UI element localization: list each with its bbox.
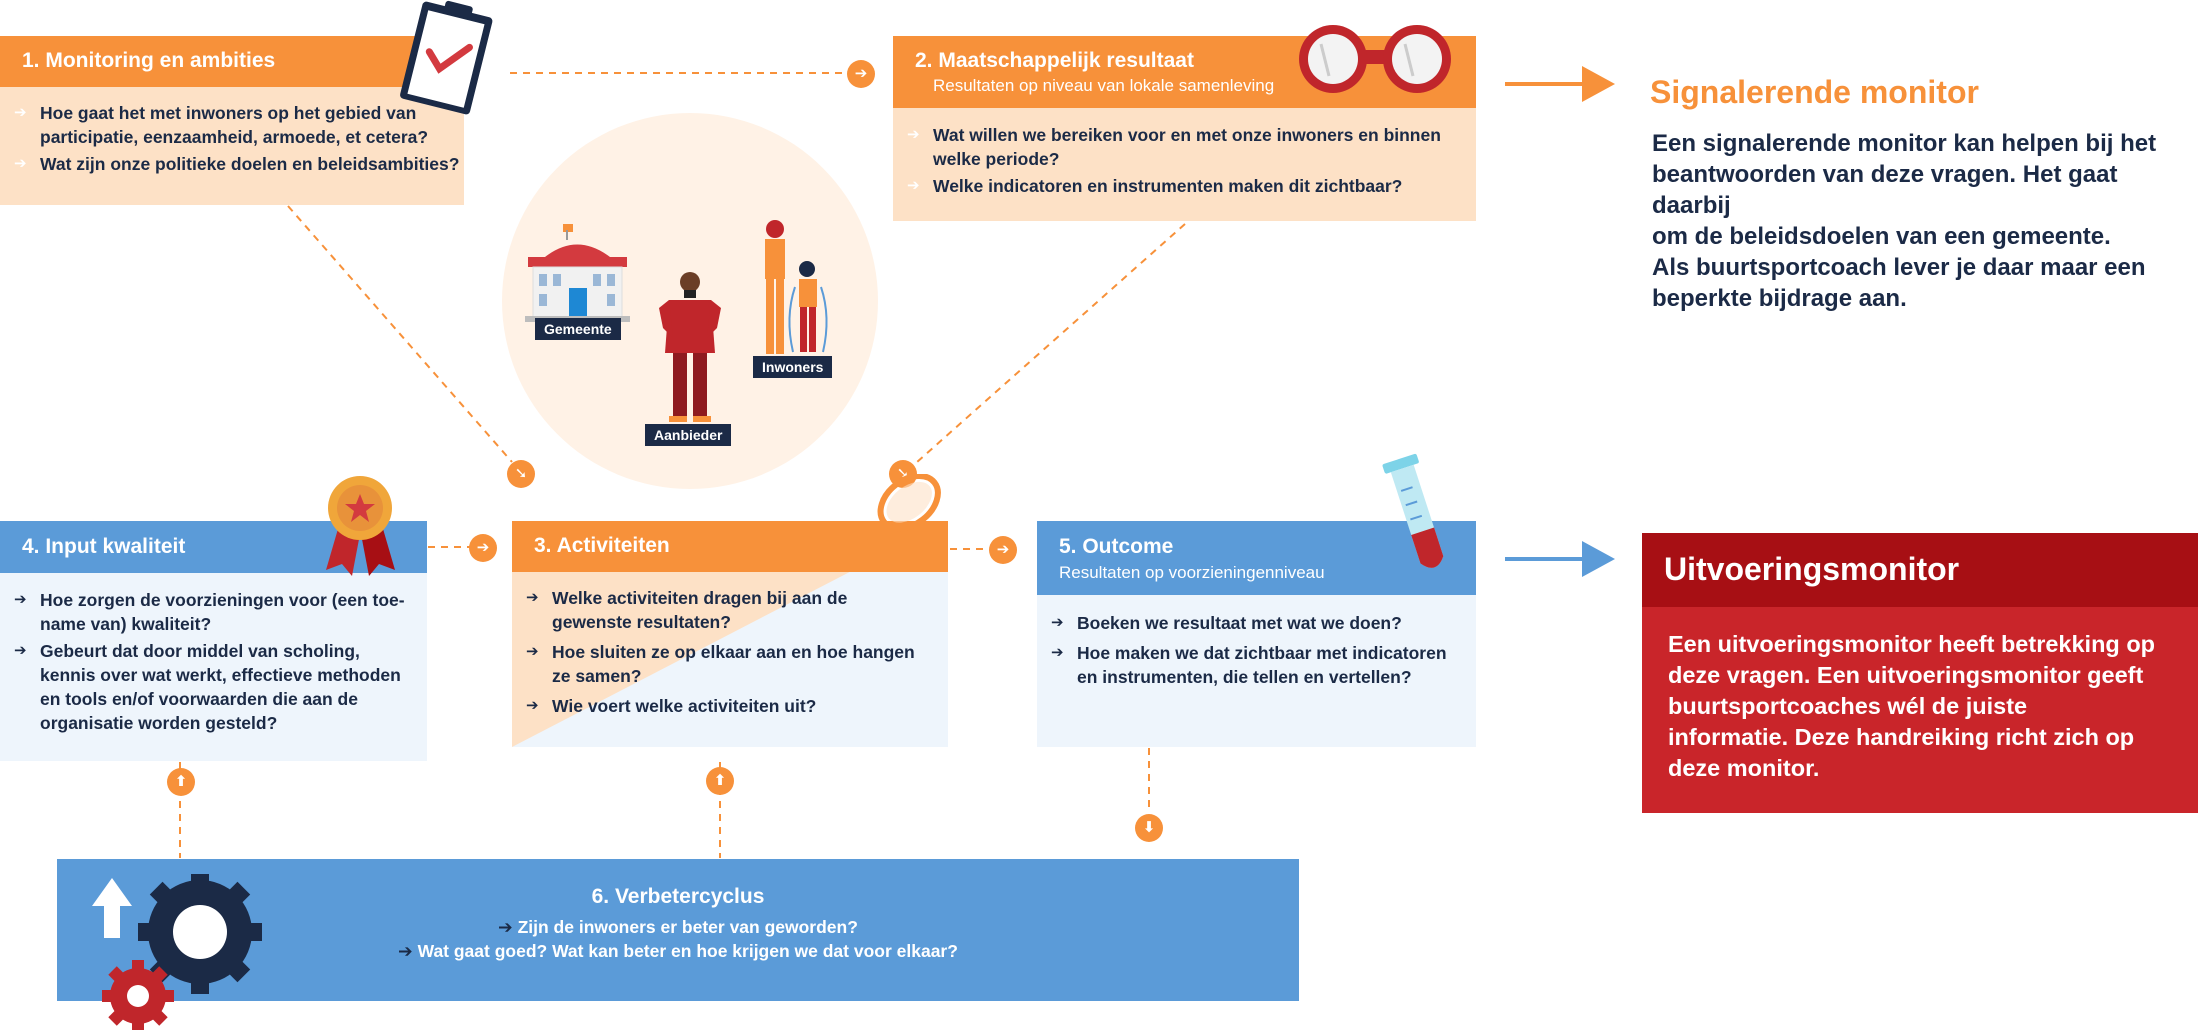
box5-header: 5. Outcome Resultaten op voorzieningenni… <box>1037 521 1476 595</box>
box5-title: 5. Outcome <box>1059 535 1174 558</box>
box2-question: ➔Wat willen we bereiken voor en met onze… <box>907 125 1441 169</box>
connector-dot-right: ➔ <box>847 60 875 88</box>
arrow-icon: ➔ <box>398 941 418 961</box>
connector-dot-right: ➔ <box>989 536 1017 564</box>
inwoners-label: Inwoners <box>753 356 833 378</box>
connector-dot-down: ⬇ <box>1135 814 1163 842</box>
box4-body: ➔Hoe zorgen de voorzieningen voor (een t… <box>0 588 427 761</box>
tennis-racket-icon <box>837 474 941 561</box>
arrow-icon: ➔ <box>498 917 518 937</box>
inwoners-people-icon <box>765 220 828 354</box>
uitvoering-monitor-text: Een uitvoeringsmonitor heeft betrekking … <box>1668 631 2156 781</box>
arrow-icon: ➔ <box>14 155 27 172</box>
arrow-icon: ➔ <box>526 697 539 714</box>
box-verbetercyclus: 6. Verbetercyclus ➔ Zijn de inwoners er … <box>57 859 1299 1001</box>
box1-title: 1. Monitoring en ambities <box>22 49 276 72</box>
box1-header: 1. Monitoring en ambities <box>0 36 464 87</box>
box3-title: 3. Activiteiten <box>534 534 670 557</box>
box2-body: ➔Wat willen we bereiken voor en met onze… <box>893 123 1476 221</box>
arrow-icon: ➔ <box>14 591 27 608</box>
medal-icon <box>326 476 395 576</box>
box6-line2: ➔ Wat gaat goed? Wat kan beter en hoe kr… <box>398 941 958 961</box>
box-maatschappelijk-resultaat: 2. Maatschappelijk resultaat Resultaten … <box>893 36 1476 221</box>
signal-monitor-title: Signalerende monitor <box>1650 74 1979 110</box>
box4-title: 4. Input kwaliteit <box>22 535 186 558</box>
arrow-icon: ➔ <box>907 177 920 194</box>
clipboard-check-icon <box>400 0 493 115</box>
box1-question: ➔Wat zijn onze politieke doelen en belei… <box>14 154 460 174</box>
box2-question: ➔Welke indicatoren en instrumenten maken… <box>907 176 1403 196</box>
arrow-icon: ➔ <box>526 643 539 660</box>
signal-monitor-text: Een signalerende monitor kan helpen bij … <box>1652 130 2157 312</box>
arrow-icon: ➔ <box>14 642 27 659</box>
box5-question: ➔Hoe maken we dat zichtbaar met indicato… <box>1051 643 1447 687</box>
box-input-kwaliteit: 4. Input kwaliteit ➔Hoe zorgen de voorzi… <box>0 521 427 761</box>
box3-question: ➔Welke activiteiten dragen bij aan de ge… <box>526 588 848 632</box>
binoculars-icon <box>1299 25 1451 93</box>
uitvoering-monitor-title: Uitvoeringsmonitor <box>1664 551 1960 587</box>
connector-dot-up: ⬆ <box>706 767 734 795</box>
arrow-icon: ➔ <box>526 589 539 606</box>
box2-header: 2. Maatschappelijk resultaat Resultaten … <box>893 36 1476 108</box>
box1-question: ➔Hoe gaat het met inwoners op het gebied… <box>14 103 429 147</box>
box3-question: ➔Wie voert welke activiteiten uit? <box>526 696 817 716</box>
box3-body: ➔Welke activiteiten dragen bij aan de ge… <box>512 586 948 747</box>
gemeente-label: Gemeente <box>535 318 621 340</box>
gears-icon <box>92 874 262 1030</box>
arrow-icon: ➔ <box>14 104 27 121</box>
aanbieder-person-icon <box>659 272 721 422</box>
connector-dot-right: ➔ <box>469 534 497 562</box>
uitvoering-monitor-panel: Uitvoeringsmonitor Een uitvoeringsmonito… <box>1642 533 2198 813</box>
box2-title: 2. Maatschappelijk resultaat <box>915 49 1194 72</box>
box6-title: 6. Verbetercyclus <box>591 885 765 908</box>
uitvoering-monitor-header: Uitvoeringsmonitor <box>1642 533 2198 607</box>
test-tube-icon <box>1382 453 1444 568</box>
box2-subtitle: Resultaten op niveau van lokale samenlev… <box>933 76 1275 95</box>
arrow-icon: ➔ <box>1051 644 1064 661</box>
box5-question: ➔Boeken we resultaat met wat we doen? <box>1051 613 1402 633</box>
townhall-icon <box>525 224 630 322</box>
box-monitoring-ambities: 1. Monitoring en ambities ➔Hoe gaat het … <box>0 36 464 205</box>
aanbieder-label: Aanbieder <box>645 424 732 446</box>
box1-body: ➔Hoe gaat het met inwoners op het gebied… <box>0 101 464 205</box>
arrow-icon: ➔ <box>1051 614 1064 631</box>
box5-body: ➔Boeken we resultaat met wat we doen? ➔H… <box>1037 611 1476 747</box>
box6-line1: ➔ Zijn de inwoners er beter van geworden… <box>498 917 858 937</box>
box4-question: ➔Gebeurt dat door middel van scholing, k… <box>14 641 401 733</box>
box3-question: ➔Hoe sluiten ze op elkaar aan en hoe han… <box>526 642 915 686</box>
connector-dot-up: ⬆ <box>167 768 195 796</box>
box-outcome: 5. Outcome Resultaten op voorzieningenni… <box>1037 521 1476 747</box>
box5-subtitle: Resultaten op voorzieningenniveau <box>1059 563 1325 582</box>
arrow-icon: ➔ <box>907 126 920 143</box>
box-activiteiten: 3. Activiteiten ➔Welke activiteiten drag… <box>512 521 948 747</box>
connector-dot-down-right: ➘ <box>507 460 535 488</box>
box3-orange-triangle <box>512 521 948 747</box>
box4-question: ➔Hoe zorgen de voorzieningen voor (een t… <box>14 590 405 634</box>
